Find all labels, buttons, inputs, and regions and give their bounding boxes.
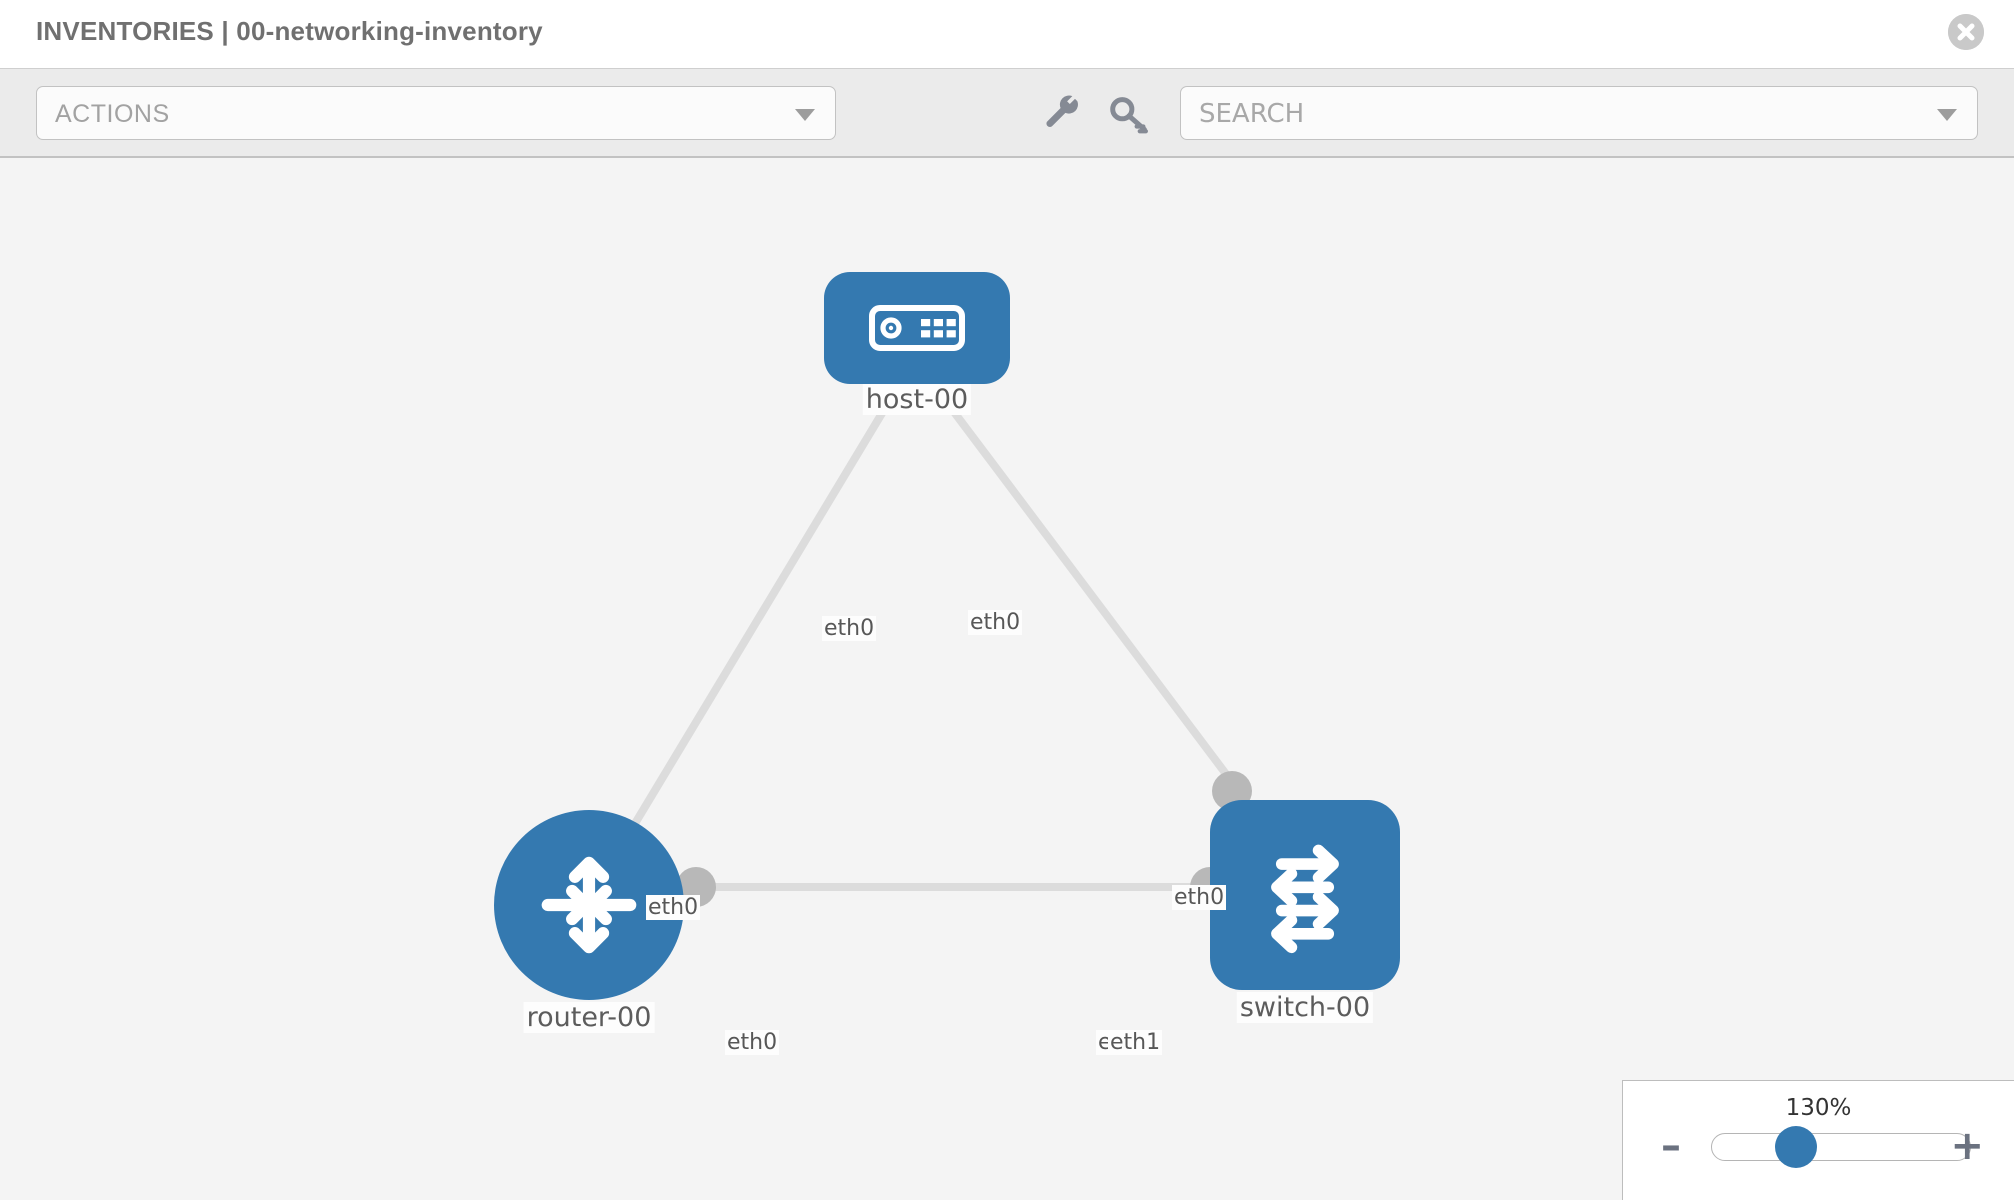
node-switch-00-label: switch-00 — [1236, 992, 1374, 1023]
zoom-slider-track[interactable] — [1711, 1133, 1971, 1161]
node-switch-00-shape — [1210, 800, 1400, 990]
iflabel-host-left: eth0 — [822, 616, 877, 641]
router-icon — [541, 856, 637, 954]
actions-dropdown[interactable]: ACTIONS — [36, 86, 836, 140]
search-input[interactable]: SEARCH — [1180, 86, 1978, 140]
iflabel-host-right: eth0 — [968, 610, 1023, 635]
iflabel-router-up: eth0 — [646, 895, 701, 920]
chevron-down-icon[interactable] — [1937, 109, 1957, 121]
key-icon[interactable] — [1106, 91, 1152, 137]
iflabel-router-right: eth0 — [725, 1030, 780, 1055]
page-header: INVENTORIES | 00-networking-inventory — [0, 0, 2014, 68]
node-host-00-shape — [824, 272, 1010, 384]
zoom-control-panel: 130% – + — [1622, 1080, 2014, 1200]
zoom-slider-thumb[interactable] — [1775, 1126, 1817, 1168]
actions-dropdown-label: ACTIONS — [55, 100, 170, 128]
node-router-00-label: router-00 — [523, 1002, 655, 1033]
topology-canvas[interactable]: host-00 eth0 eth0 — [0, 160, 2014, 1200]
node-switch-00[interactable]: switch-00 — [1210, 800, 1400, 1023]
zoom-out-button[interactable]: – — [1661, 1123, 1681, 1169]
node-host-00-label: host-00 — [862, 384, 972, 415]
node-host-00[interactable]: host-00 — [824, 272, 1010, 415]
server-icon — [869, 305, 965, 351]
zoom-percent-label: 130% — [1785, 1095, 1852, 1121]
search-placeholder: SEARCH — [1199, 99, 1305, 129]
iflabel-switch-up: eth0 — [1172, 885, 1227, 910]
iflabel-switch-left: eth1 — [1108, 1030, 1163, 1055]
switch-icon — [1271, 844, 1339, 954]
wrench-icon[interactable] — [1038, 91, 1084, 137]
toolbar: ACTIONS SEARCH — [0, 68, 2014, 158]
page-title: INVENTORIES | 00-networking-inventory — [36, 16, 543, 46]
close-icon[interactable] — [1948, 14, 1984, 50]
link-host-router — [606, 397, 894, 868]
link-host-switch — [941, 397, 1242, 793]
zoom-in-button[interactable]: + — [1950, 1123, 1984, 1169]
chevron-down-icon — [795, 109, 815, 121]
topology-links — [606, 397, 1242, 891]
